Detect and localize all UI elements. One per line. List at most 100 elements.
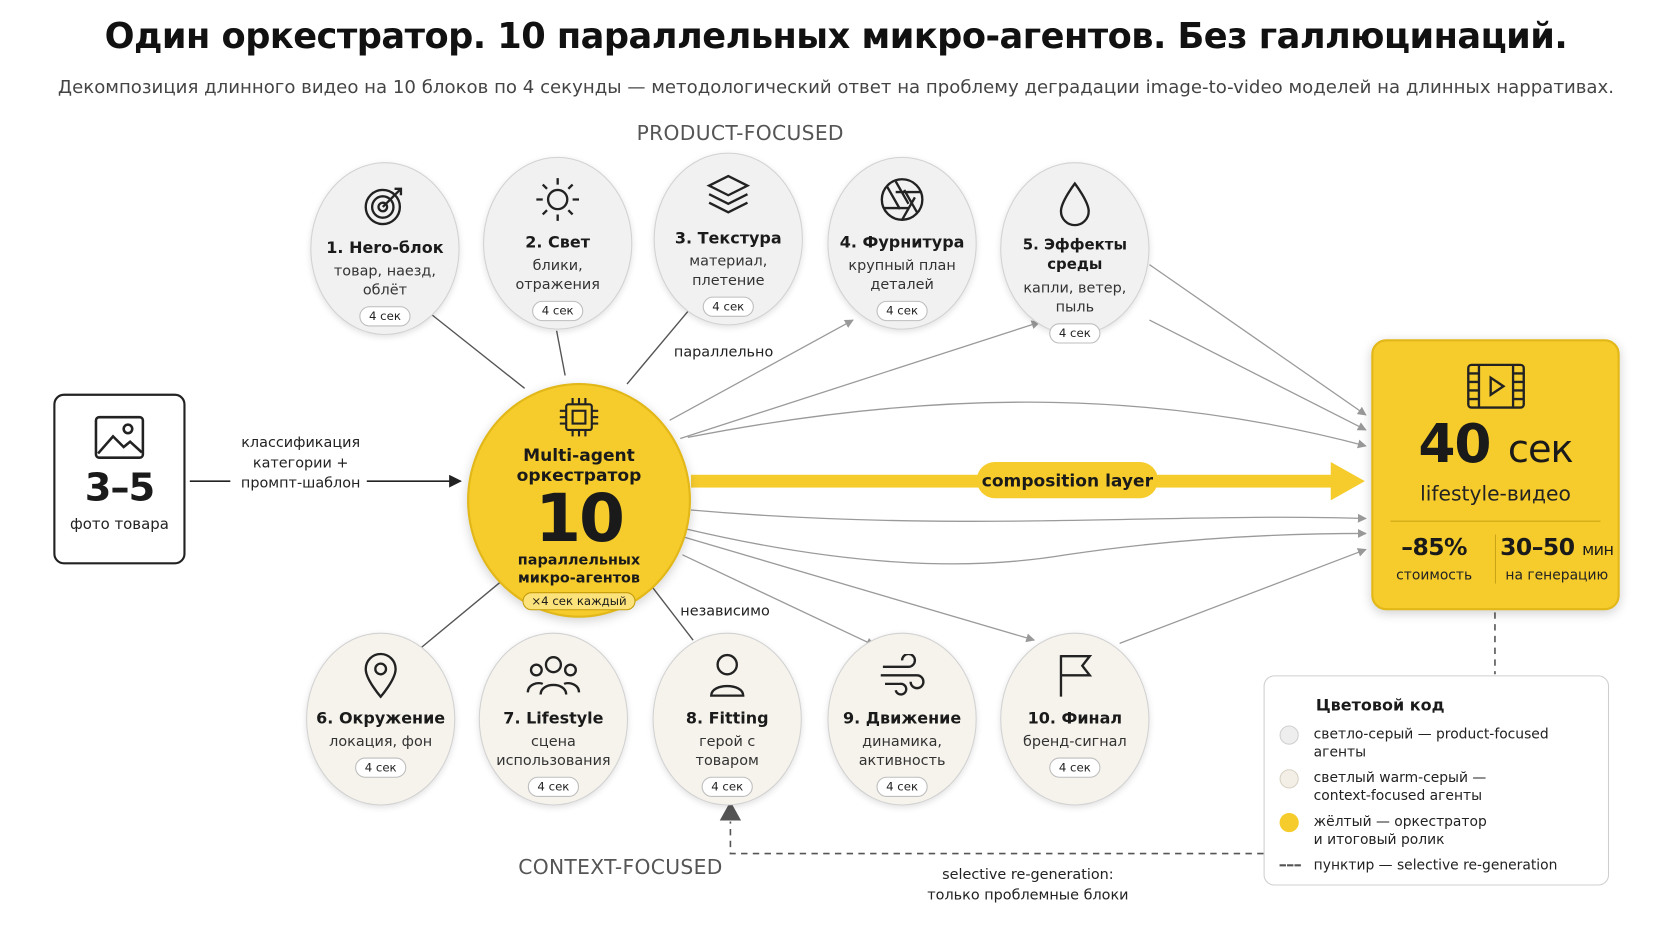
agent-desc: герой с	[699, 732, 756, 751]
link-agent-2	[555, 330, 566, 376]
legend-text-line: жёлтый — оркестратор	[1313, 814, 1487, 831]
fan-to-agent-5	[680, 320, 1041, 440]
agent-name: 2. Свет	[525, 232, 591, 252]
fan-agent10-to-output	[1119, 548, 1367, 644]
agent-desc: блики,	[532, 257, 583, 275]
orchestrator-subtitle: параллельных	[517, 551, 641, 569]
stat-time: 30–50 мин на генерацию	[1494, 534, 1618, 584]
agent-card-3: 3. Текстура материал, плетение 4 сек	[653, 152, 803, 326]
sun-icon	[534, 175, 581, 224]
agent-duration-badge: 4 сек	[701, 776, 753, 797]
edge-label-independent: независимо	[680, 602, 770, 620]
legend-text: светло-серый — product-focused агенты	[1313, 726, 1549, 761]
agent-duration-badge: 4 сек	[876, 776, 928, 797]
fan-lower-2	[682, 527, 1367, 565]
fan-agent5-to-output	[1149, 264, 1367, 416]
agent-desc: пыль	[1055, 298, 1095, 316]
legend-text-line: светлый warm-серый —	[1313, 770, 1487, 787]
link-agent-1	[431, 314, 526, 389]
legend-item: светло-серый — product-focused агенты	[1279, 725, 1593, 761]
input-arrow-label-line: классификация	[241, 434, 361, 452]
legend-text-line: и итоговый ролик	[1313, 832, 1445, 849]
agent-desc: материал,	[689, 252, 768, 270]
regen-note-line: только проблемные блоки	[927, 886, 1129, 904]
people-icon	[526, 651, 581, 700]
stat-unit: мин	[1582, 539, 1614, 560]
input-arrow-label-line: категории +	[252, 454, 349, 472]
agent-name: 8. Fitting	[685, 708, 769, 728]
agent-card-9: 9. Движение динамика, активность 4 сек	[827, 632, 977, 806]
agent-name: 7. Lifestyle	[503, 708, 604, 728]
agent-duration-badge: 4 сек	[359, 306, 411, 327]
section-label-product: PRODUCT-FOCUSED	[636, 121, 844, 146]
orchestrator-title: Multi-agent	[523, 444, 635, 466]
agent-card-2: 2. Свет блики, отражения 4 сек	[483, 156, 633, 330]
target-icon	[363, 180, 408, 229]
legend-text: светлый warm-серый —context-focused аген…	[1314, 769, 1487, 805]
orchestrator-agent-count: 10	[535, 479, 625, 557]
fan-to-agent-9	[682, 554, 876, 647]
link-agent-3	[626, 311, 689, 385]
agent-desc: крупный план	[848, 257, 956, 275]
stat-cost: –85% стоимость	[1373, 535, 1495, 584]
regen-dash-path	[729, 821, 1264, 855]
person-icon	[708, 651, 746, 700]
agent-desc: облёт	[362, 281, 407, 299]
agent-desc: локация, фон	[329, 732, 433, 751]
legend-item: светлый warm-серый —context-focused аген…	[1279, 769, 1593, 805]
agent-desc: бренд-сигнал	[1022, 732, 1127, 751]
output-duration: 40 сек	[1373, 414, 1617, 480]
agent-desc: отражения	[515, 276, 600, 294]
layers-icon	[705, 171, 752, 220]
agent-card-8: 8. Fitting герой с товаром 4 сек	[652, 632, 802, 806]
legend-item: пунктир — selective re-generation	[1279, 857, 1593, 875]
agent-name: 10. Финал	[1027, 708, 1123, 728]
output-duration-unit: сек	[1507, 427, 1574, 472]
output-duration-value: 40	[1418, 412, 1491, 475]
orchestrator-badge: ×4 сек каждый	[522, 592, 636, 611]
agent-duration-badge: 4 сек	[1049, 323, 1101, 344]
color-legend: Цветовой код светло-серый — product-focu…	[1263, 675, 1610, 886]
image-icon	[55, 415, 183, 460]
agent-desc: использования	[496, 752, 611, 770]
agent-duration-badge: 4 сек	[527, 776, 579, 797]
agent-name: 4. Фурнитура	[839, 232, 965, 252]
stat-value: –85%	[1401, 534, 1468, 562]
orchestrator-node: Multi-agent оркестратор 10 параллельных …	[467, 383, 691, 618]
agent-name: 3. Текстура	[674, 228, 782, 248]
fan-mid-upper	[687, 401, 1367, 449]
input-label: фото товара	[69, 516, 169, 534]
fan-mid-lower	[690, 509, 1367, 523]
agent-card-4: 4. Фурнитура крупный план деталей 4 сек	[827, 156, 977, 330]
stat-label: на генерацию	[1505, 567, 1609, 584]
legend-title: Цветовой код	[1315, 695, 1445, 715]
location-pin-icon	[363, 651, 399, 700]
flag-icon	[1056, 651, 1094, 700]
composition-arrow-head	[1330, 461, 1365, 501]
agent-name: 1. Hero-блок	[326, 237, 444, 258]
composition-layer-label: composition layer	[976, 461, 1159, 499]
stat-value: 30–50	[1500, 534, 1575, 562]
regen-arrow-head	[719, 801, 742, 821]
agent-card-10: 10. Финал бренд-сигнал 4 сек	[1000, 632, 1150, 806]
input-photos-box: 3–5 фото товара	[53, 393, 186, 565]
orchestrator-subtitle: микро-агентов	[517, 569, 641, 587]
agent-duration-badge: 4 сек	[876, 300, 928, 322]
page-title: Один оркестратор. 10 параллельных микро-…	[104, 14, 1568, 57]
agent-desc: товаром	[695, 752, 759, 770]
input-arrow-label: классификация категории + промпт-шаблон	[230, 433, 371, 494]
output-stats: –85% стоимость 30–50 мин на генерацию	[1373, 522, 1617, 584]
stat-label: стоимость	[1396, 567, 1473, 584]
edge-label-parallel: параллельно	[673, 343, 774, 361]
fan-agent5b-to-output	[1149, 319, 1367, 431]
agent-desc: деталей	[870, 276, 934, 294]
agent-desc: активность	[858, 752, 946, 770]
regen-note-line: selective re-generation:	[942, 866, 1114, 884]
agent-desc: сцена	[531, 732, 576, 751]
agent-name: 6. Окружение	[316, 708, 446, 728]
input-arrow-label-line: промпт-шаблон	[240, 474, 361, 492]
legend-swatch-dashed	[1279, 857, 1301, 874]
agent-desc: плетение	[692, 272, 765, 290]
